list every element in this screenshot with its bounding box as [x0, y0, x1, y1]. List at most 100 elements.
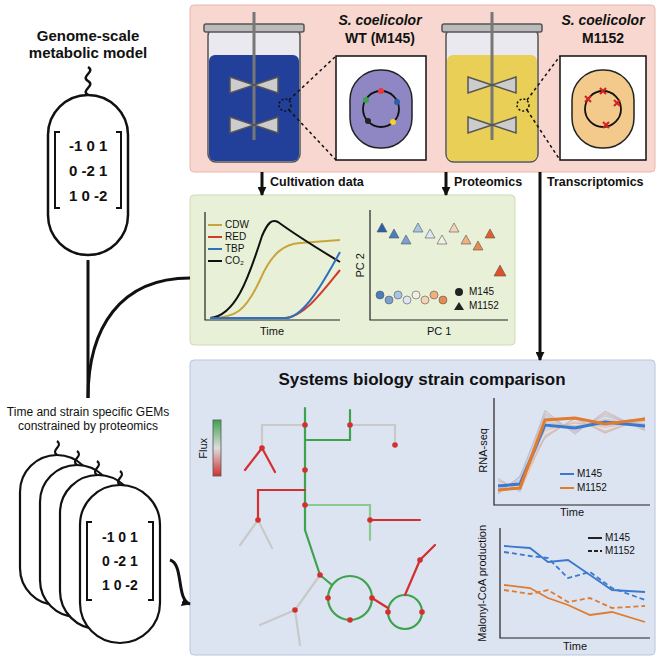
art-shape: [419, 609, 425, 615]
art-shape: [317, 572, 323, 578]
art-shape: [118, 471, 122, 485]
art-shape: [304, 470, 306, 530]
data-panel: [190, 195, 515, 345]
node-text: M1152: [553, 30, 653, 46]
art-shape: [262, 425, 305, 448]
art-shape: [302, 502, 308, 508]
connector: [170, 560, 190, 604]
legend-text: TBP: [225, 243, 244, 254]
legend-sample: [208, 260, 222, 262]
art-shape: [389, 229, 399, 238]
art-shape: [498, 413, 645, 494]
legend-text: M1152: [469, 300, 499, 311]
art-shape: [213, 420, 221, 476]
art-shape: [230, 77, 254, 93]
art-shape: [279, 99, 291, 111]
node-text: Genome-scale metabolic model: [26, 27, 151, 62]
gem-stack: [20, 441, 160, 643]
art-shape: [48, 95, 128, 255]
art-shape: [325, 595, 331, 601]
art-shape: [289, 56, 336, 100]
art-shape: [405, 545, 435, 595]
legend-sample: [560, 473, 574, 475]
art-shape: [365, 118, 371, 124]
art-shape: [376, 291, 384, 299]
gem-cell: [48, 67, 128, 255]
diagram-node: Time and strain specific GEMs constraine…: [5, 398, 170, 650]
art-shape: [485, 229, 495, 238]
art-shape: [388, 595, 422, 629]
edge-label: Transcriptomics: [547, 175, 644, 189]
art-shape: [412, 291, 420, 299]
legend-text: CDW: [225, 219, 249, 230]
art-shape: [328, 576, 372, 620]
art-shape: [370, 210, 508, 320]
diagram-label: RNA-seq: [476, 428, 489, 473]
connector: [261, 172, 264, 195]
legend-sample: [454, 302, 464, 310]
legend-swatch: [208, 220, 222, 230]
art-shape: [461, 235, 471, 244]
art-shape: [468, 117, 492, 133]
art-shape: [392, 442, 398, 448]
flux-map: [213, 408, 435, 645]
art-shape: [498, 419, 645, 489]
art-shape: [86, 67, 91, 95]
art-shape: [504, 590, 645, 608]
art-shape: [336, 56, 426, 160]
diagram-label: -1 0 1: [102, 529, 138, 545]
node-text: Time: [260, 325, 284, 338]
art-shape: [254, 117, 278, 133]
art-shape: [260, 575, 320, 645]
art-shape: [421, 296, 429, 304]
diagram-label: Malonyl-CoA production: [476, 524, 489, 642]
art-shape: [370, 519, 420, 521]
art-shape: [87, 522, 153, 600]
legend-entry: M1152: [452, 300, 499, 311]
art-shape: [205, 212, 340, 320]
legend-entry: M145: [452, 286, 494, 297]
legend-swatch: [560, 469, 574, 479]
art-shape: [253, 12, 256, 140]
art-shape: [376, 223, 506, 304]
art-shape: [498, 410, 645, 494]
art-shape: [492, 77, 516, 93]
art-shape: [473, 241, 483, 250]
node-text: Time and strain specific GEMs constraine…: [6, 406, 171, 434]
art-shape: [560, 56, 646, 160]
art-shape: [498, 422, 645, 486]
node-text: S. coelicolor: [324, 12, 436, 28]
legend-swatch: [452, 301, 466, 311]
legend-sample: [208, 236, 222, 238]
art-shape: [494, 265, 506, 276]
legend-swatch: [560, 483, 574, 493]
art-shape: [517, 99, 529, 111]
art-shape: [494, 398, 650, 505]
legend-entry: CDW: [208, 219, 249, 230]
art-shape: [259, 445, 265, 451]
legend-sample: [560, 487, 574, 489]
art-shape: [240, 520, 272, 548]
legend-entry: M1152: [560, 482, 607, 493]
art-shape: [230, 117, 254, 133]
art-shape: [403, 296, 411, 304]
art-shape: [210, 221, 340, 318]
art-shape: [258, 490, 305, 520]
art-shape: [292, 607, 298, 613]
legend-sample: [208, 224, 222, 226]
legend-text: M145: [577, 468, 602, 479]
diagram-node: TimePC 2PC 1: [190, 195, 515, 345]
art-shape: [394, 99, 400, 105]
art-shape: [504, 546, 645, 592]
legend-sample: [455, 288, 463, 296]
art-shape: [55, 441, 59, 455]
connector: [88, 278, 190, 398]
art-shape: [363, 91, 399, 127]
art-shape: [498, 415, 645, 494]
art-shape: [504, 552, 645, 600]
diagram-label: 0 -2 1: [69, 162, 107, 179]
art-shape: [350, 70, 412, 148]
art-shape: [305, 410, 350, 440]
legend-entry: M1152: [588, 545, 635, 556]
diagram-label: 1 0 -2: [69, 187, 107, 204]
